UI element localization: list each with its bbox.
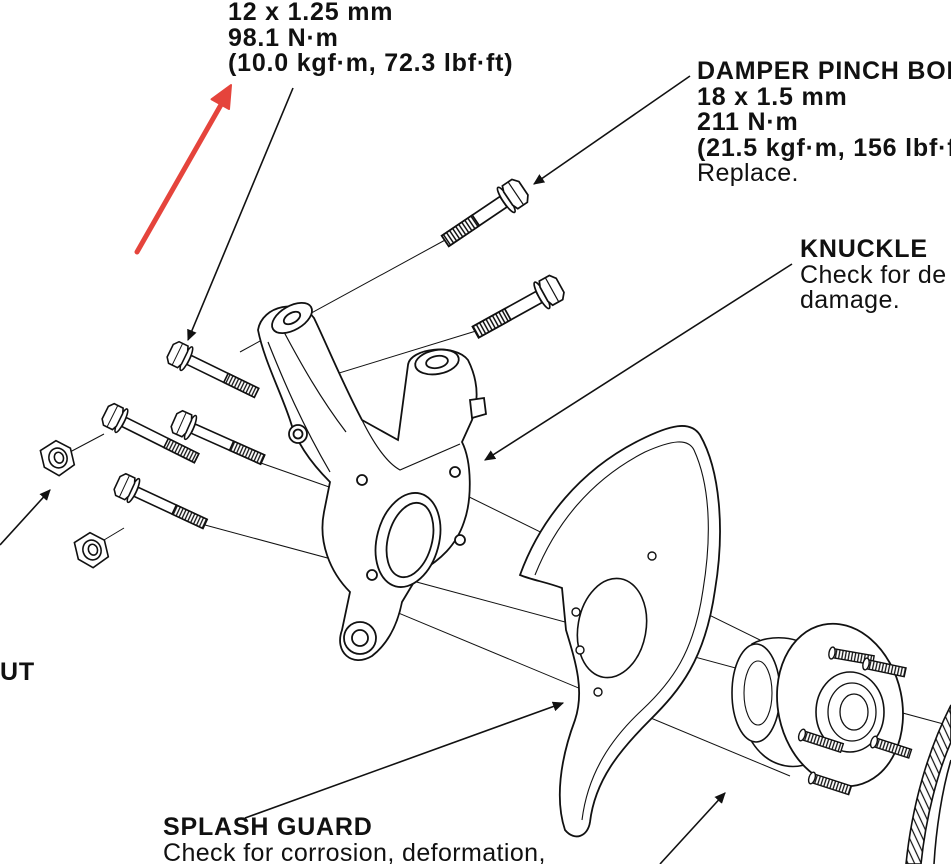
hub-center-bore [839,693,869,731]
knuckle-bolt-hole-2 [454,534,466,546]
alignment-line-nut-upper [69,433,105,453]
brake-disc-vents [905,704,951,864]
knuckle-bolt-hole-3 [366,569,378,581]
knuckle-side-tab [469,396,487,420]
splash-guard-hole-3 [647,551,657,561]
leader-lines [0,75,793,864]
wheel-stud-2 [862,657,907,678]
knuckle-bolt-hole-4 [356,474,368,486]
damper-pinch-bolt-size: 18 x 1.5 mm [697,82,848,111]
knuckle-label: KNUCKLE Check for de damage. [800,237,951,314]
leader-hub [659,792,726,864]
splash-guard-hole-2 [575,645,585,655]
damper-pinch-bolt-label: DAMPER PINCH BOL 18 x 1.5 mm 211 N·m (21… [697,59,951,187]
flange-bolt-3 [170,409,266,466]
knuckle-lower-eye-hole [351,629,369,647]
knuckle-web [361,419,461,471]
hex-nut-upper [39,439,76,477]
damper-pinch-bolt-title: DAMPER PINCH BOL [697,59,951,85]
alignment-line-nut-lower [103,527,125,541]
knuckle-bolt-hole-1 [449,466,461,478]
knuckle-note-line1: Check for de [800,260,947,289]
knuckle-pinch-ear-hole [425,354,449,370]
splash-guard-center-hole [576,577,648,679]
leader-nut [0,489,51,546]
wheel-stud-4 [797,728,845,754]
splash-guard-hole-4 [593,687,603,697]
damper-pinch-bolt-lower [471,274,565,339]
wheel-stud-5 [807,771,853,796]
brake-disc-inner-edge [933,759,951,864]
alignment-line-bolt-mid [257,461,333,489]
brake-disc [905,704,951,864]
splash-guard-note: Check for corrosion, deformation, [163,838,546,864]
hub-bearing [731,622,913,796]
splash-guard-label: SPLASH GUARD Check for corrosion, deform… [163,815,951,864]
splash-guard-hole-1 [571,607,581,617]
wheel-stud-3 [869,735,913,759]
knuckle-arm-ridge [267,341,331,473]
damper-pinch-bolt-note: Replace. [697,159,799,187]
damper-pinch-bolt-torque: 211 N·m [697,108,799,136]
top-bolt-size: 12 x 1.25 mm [228,0,394,26]
top-bolt-torque: 98.1 N·m [228,23,339,52]
top-bolt-label: 12 x 1.25 mm 98.1 N·m (10.0 kgf·m, 72.3 … [228,0,951,77]
nut-title: UT [0,660,35,686]
hub-rear-face-inner [743,660,773,726]
flange-bolt-1 [166,340,260,399]
damper-pinch-bolt-torque-alt: (21.5 kgf·m, 156 lbf·f [697,133,951,162]
knuckle-arm-hole-inner [292,428,304,440]
leader-knuckle [484,263,793,461]
knuckle-title: KNUCKLE [800,237,928,263]
flange-bolt-4 [113,472,209,530]
knuckle-upper-eye-hole [282,310,302,326]
leader-splash-guard [244,701,565,819]
leader-damper-pinch-bolt [533,75,691,185]
leader-top-bolt [187,87,294,342]
knuckle [257,301,487,661]
flange-bolt-2 [101,402,200,464]
damper-pinch-bolt-upper [440,178,529,248]
splash-guard-rim [534,441,709,821]
knuckle-bearing-bore-inner [385,501,435,579]
splash-guard [518,425,721,838]
knuckle-body [257,305,478,661]
knuckle-arm-edge [283,331,347,433]
splash-guard-title: SPLASH GUARD [163,815,373,841]
nut-label: UT [0,660,35,686]
knuckle-note-line2: damage. [800,286,901,314]
top-bolt-torque-alt: (10.0 kgf·m, 72.3 lbf·ft) [228,49,514,77]
annotation-arrow [134,84,232,255]
hex-nut-lower [73,531,110,569]
